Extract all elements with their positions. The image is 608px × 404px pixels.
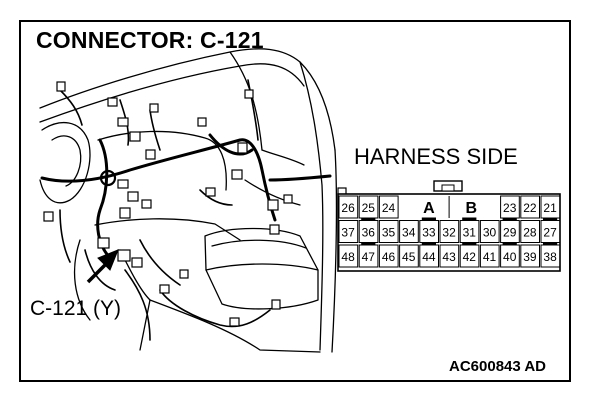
pin-cell (439, 244, 460, 268)
pin-number: 38 (543, 250, 557, 264)
pin-number: 48 (341, 250, 355, 264)
pin-key-bar (361, 242, 376, 245)
pin-number: 34 (402, 226, 416, 240)
pin-key-bar (421, 242, 436, 245)
pin-number: 43 (442, 250, 456, 264)
pin-number: 32 (442, 226, 456, 240)
pin-number: 33 (422, 226, 436, 240)
pin-number: 45 (402, 250, 416, 264)
pin-cell (338, 220, 359, 243)
pin-number: 24 (382, 201, 396, 215)
pin-key-bar (502, 217, 517, 221)
pin-number: 27 (543, 226, 557, 240)
pin-cell (378, 195, 399, 219)
pin-number: 31 (463, 226, 477, 240)
pin-number: 46 (382, 250, 396, 264)
section-b-label: B (466, 200, 478, 217)
pin-key-bar (543, 242, 558, 245)
pin-cell (479, 244, 500, 268)
pin-number: 28 (523, 226, 537, 240)
callout-arrow (86, 249, 119, 284)
pin-number: 47 (362, 250, 376, 264)
pin-cell (399, 220, 419, 243)
pin-cell (338, 244, 359, 268)
section-a-label: A (423, 200, 435, 217)
pin-number: 36 (362, 226, 376, 240)
small-connectors (43, 81, 293, 327)
pin-cell (378, 220, 399, 243)
connector-pin-grid: 26 25 24 23 22 21 37 36 35 34 33 32 31 30 29 28 27 48 47 46… (338, 195, 561, 268)
harness-side-label: HARNESS SIDE (354, 144, 518, 169)
connector-callout-label: C-121 (Y) (30, 297, 122, 320)
pin-number: 30 (483, 226, 497, 240)
pin-cell (378, 244, 399, 268)
pin-cell (520, 220, 540, 243)
diagram-frame (19, 20, 571, 382)
pin-number: 37 (341, 226, 355, 240)
pin-number: 39 (523, 250, 537, 264)
pin-key-bar (462, 242, 477, 245)
pin-number: 29 (503, 226, 517, 240)
pin-cell (338, 195, 359, 219)
pin-number: 25 (362, 201, 376, 215)
pin-cell (439, 220, 460, 243)
pin-cell (479, 220, 500, 243)
pin-cell (399, 244, 419, 268)
pin-cell (520, 195, 540, 219)
pin-number: 42 (463, 250, 477, 264)
pin-number: 44 (422, 250, 436, 264)
pin-number: 21 (543, 201, 557, 215)
pin-number: 41 (483, 250, 497, 264)
pin-number: 22 (523, 201, 537, 215)
pin-key-bar (502, 242, 517, 245)
pin-key-bar (361, 217, 376, 221)
pin-number: 23 (503, 201, 517, 215)
pin-cell (520, 244, 540, 268)
figure-code: AC600843 AD (449, 358, 546, 375)
wire-branches (59, 79, 271, 341)
pin-number: 40 (503, 250, 517, 264)
pin-key-bar (543, 217, 558, 221)
pin-number: 26 (341, 201, 355, 215)
connector-highlight-circle (99, 169, 117, 187)
page-title: CONNECTOR: C-121 (36, 27, 264, 53)
pin-number: 35 (382, 226, 396, 240)
pin-key-bar (462, 217, 477, 221)
pin-key-bar (421, 217, 436, 221)
